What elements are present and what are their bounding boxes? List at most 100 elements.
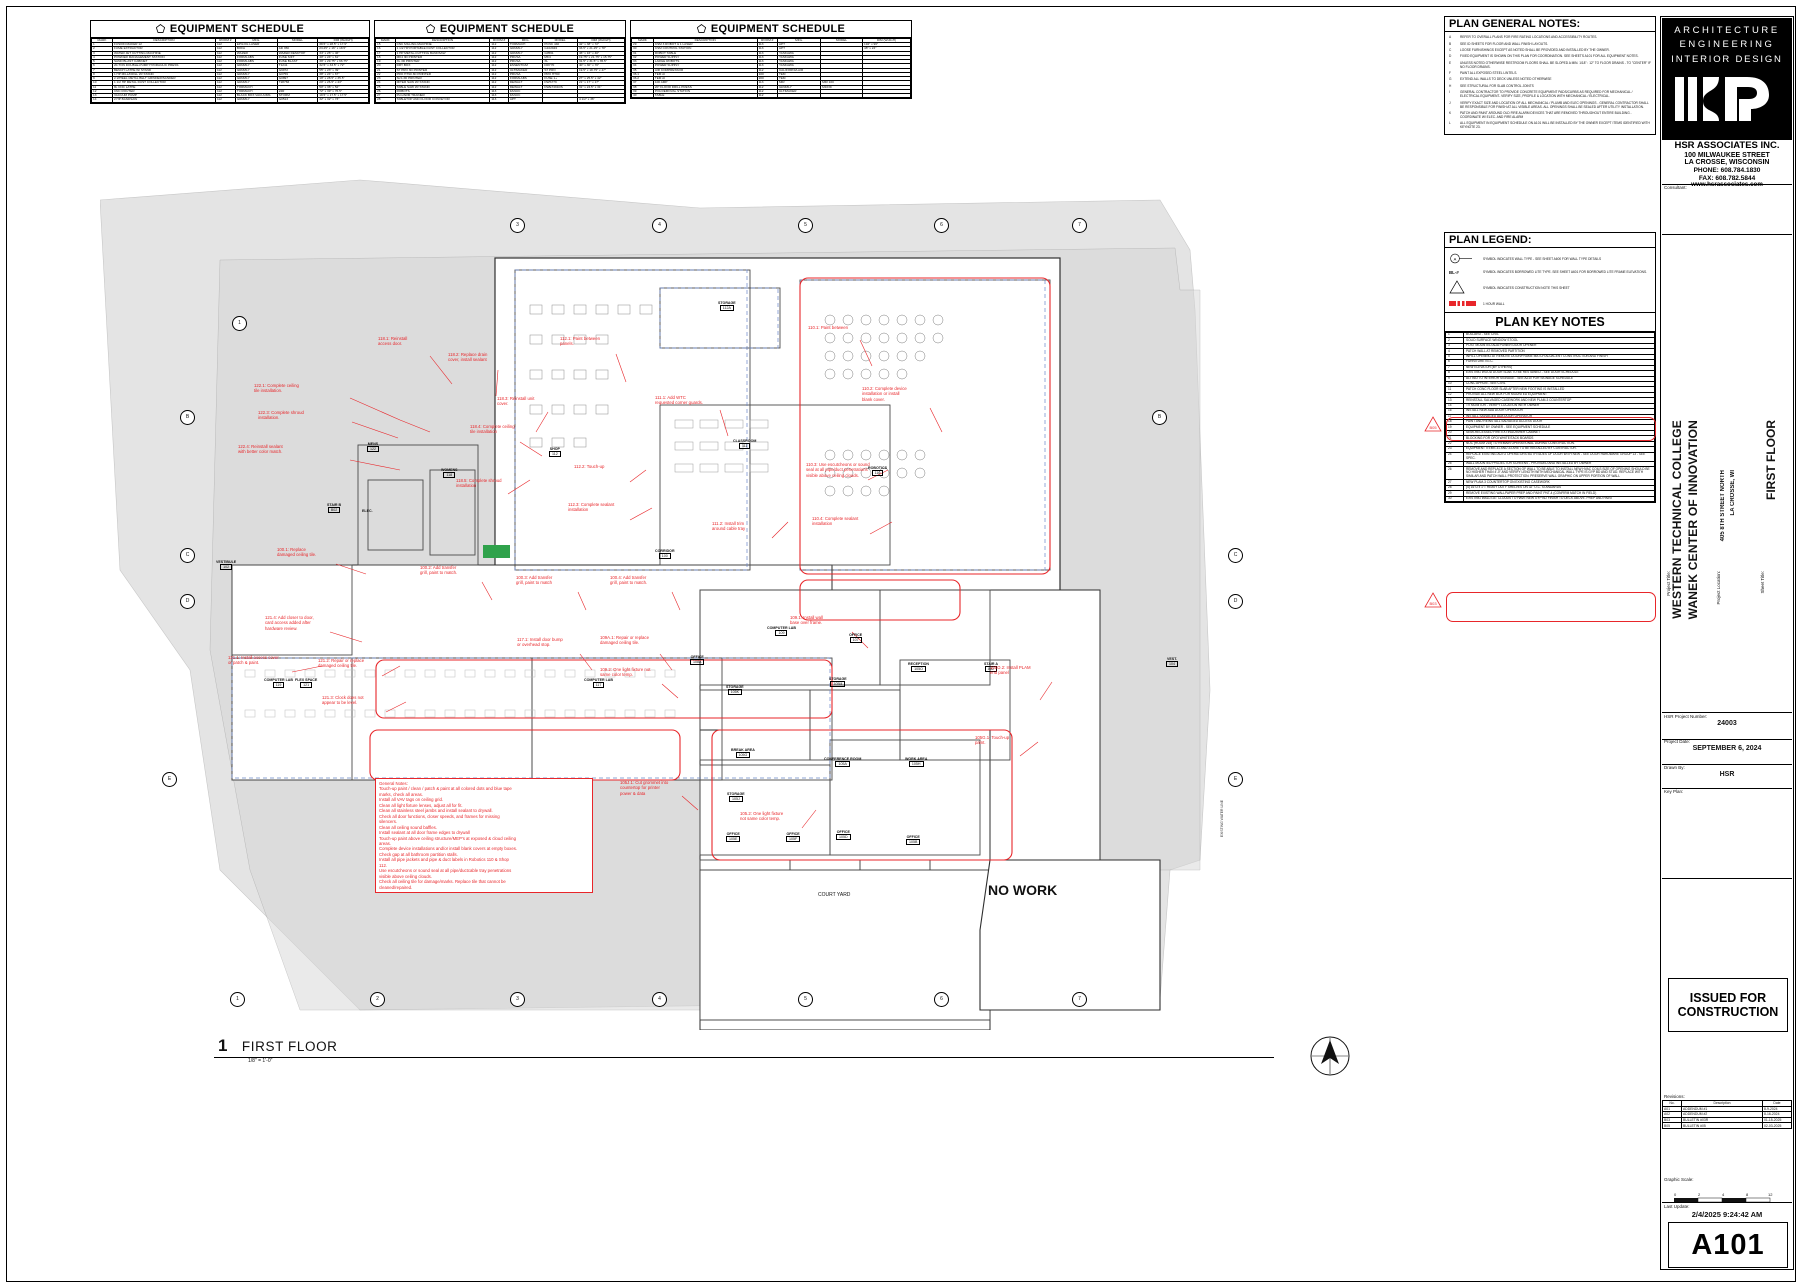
general-notes-box-line: Clean all ceiling sound baffles.: [379, 824, 437, 830]
project-number-value: 24003: [1717, 720, 1737, 727]
grid-bubble-right-E: E: [1228, 772, 1243, 787]
grid-bubble-bottom-7: 7: [1072, 992, 1087, 1007]
discipline-architecture: ARCHITECTURE: [1674, 25, 1780, 36]
legend-item-borrowed-lite: BL-# SYMBOL INDICATES BORROWED LITE TYPE…: [1445, 267, 1655, 278]
sheet-title-label: Sheet Title:: [1760, 571, 1765, 594]
room-number: 105O: [911, 666, 926, 672]
table-cell: 33.5" x 21.25" x 78": [576, 46, 626, 52]
plan-markup-note: 121.1: Install access cover or patch & p…: [228, 655, 279, 666]
schedule-title-text: EQUIPMENT SCHEDULE: [710, 23, 846, 35]
general-notes-box-line: areas.: [379, 840, 391, 846]
table-cell: 19.75" x 21.75" x 15.75": [576, 54, 626, 61]
general-note-item: E UNLESS NOTED OTHERWISE RESTROOM FLOORS …: [1445, 60, 1655, 70]
table-cell: 2 HP BANDSAW: [111, 97, 216, 103]
triangle-icon: [1449, 280, 1483, 295]
room-name: CONFERENCE ROOM: [824, 757, 862, 761]
plan-markup-note: 122.1: Complete ceiling tile installatio…: [254, 383, 299, 394]
general-notes-box-line: Install sealant at all door frame edges …: [379, 830, 470, 836]
grid-bubble-right-D: D: [1228, 594, 1243, 609]
project-date-value: SEPTEMBER 6, 2024: [1692, 745, 1762, 752]
plan-markup-note: 118.1: Reinstall access door.: [378, 336, 408, 347]
drawing-number: 1: [218, 1036, 228, 1055]
firm-name: HSR ASSOCIATES INC.: [1674, 140, 1780, 151]
north-arrow-icon: [1308, 1034, 1352, 1083]
room-number: 111: [738, 443, 751, 449]
drawing-title: FIRST FLOOR: [241, 1039, 338, 1054]
drawn-by-block: Drawn By: HSR: [1662, 764, 1792, 789]
room-number: 104: [1166, 661, 1178, 667]
room-number: 105D: [836, 834, 851, 840]
plan-markup-note: 105.2: One light fixture not same color …: [740, 811, 784, 822]
grid-bubble-top-6: 6: [934, 218, 949, 233]
drawn-by-value: HSR: [1719, 771, 1735, 778]
general-notes-box-line: 112.: [379, 862, 388, 868]
general-note-letter: E: [1449, 60, 1452, 65]
key-plan-block: Key Plan:: [1662, 788, 1792, 879]
general-notes-box-line: Clean all light fixture lenses, adjust a…: [379, 802, 463, 808]
revision-desc: BULLETIN #05: [1681, 1122, 1763, 1129]
table-cell: 39" x 29.75" x 66.75": [317, 59, 369, 65]
table-cell: 31.5" x 31.5" x 35.5": [576, 59, 626, 65]
room-name: RECEPTION: [908, 662, 929, 666]
room-number: 112: [549, 451, 561, 457]
general-note-text: PAINT ALL EXPOSED STEEL LINTELS.: [1460, 71, 1518, 76]
one-hour-wall-swatch-icon: [1449, 300, 1483, 308]
consultant-block: Consultant:: [1662, 184, 1792, 235]
room-name: COMPUTER LAB: [584, 678, 613, 682]
table-cell: 38.5" x 28.5" x 17.9": [317, 42, 369, 48]
firm-disciplines: ARCHITECTURE ENGINEERING INTERIOR DESIGN: [1662, 18, 1792, 67]
equipment-schedule-3: EQUIPMENT SCHEDULE MARK DESCRIPTION ROOM…: [630, 20, 912, 100]
room-number: 100: [658, 553, 671, 559]
legend-item-text: 1 HOUR WALL: [1483, 302, 1505, 306]
table-cell: [861, 93, 912, 99]
plan-markup-note: 110.2: Complete device installation or i…: [862, 386, 907, 402]
room-name: STORAGE: [726, 685, 744, 689]
revisions-heading: Revisions:: [1664, 1094, 1685, 1099]
plan-markup-note: 118.3: Reinstall unit cover.: [497, 396, 535, 407]
table-cell: [820, 93, 863, 99]
room-number: B02: [327, 507, 341, 513]
table-cell: 113: [489, 97, 509, 103]
room-name: FLEX SPACE: [295, 678, 318, 682]
plan-markup-note: 118.4: Complete ceiling tile installatio…: [470, 424, 515, 435]
borrowed-lite-label: BL-#: [1449, 269, 1459, 275]
schedule-table: MARK DESCRIPTION ROOM # MFG. MODEL DIM (…: [91, 37, 369, 103]
general-note-text: UNLESS NOTED OTHERWISE RESTROOM FLOORS S…: [1460, 60, 1651, 69]
title-block: [1660, 16, 1794, 1270]
existing-water-line-note: EXISTING WATER LINE: [1220, 800, 1224, 838]
plan-markup-note: 122.4: Reinstall sealant with better col…: [238, 444, 283, 455]
table-cell: 32.5" x 33.5" x 72": [317, 63, 369, 69]
table-header-row: MARK DESCRIPTION ROOM # MFG. MODEL DIM (…: [631, 37, 912, 44]
general-note-letter: B: [1449, 41, 1452, 46]
room-number: 122: [367, 446, 379, 452]
plan-markup-note: 100.3: Add transfer grill, paint to matc…: [516, 575, 553, 586]
room-name: SHOP: [549, 447, 560, 451]
project-date-block: Project Date: SEPTEMBER 6, 2024: [1662, 738, 1792, 765]
project-location-line1: 405 8TH STREET NORTH: [1720, 470, 1726, 542]
table-cell: 28: [375, 97, 396, 103]
room-number: 121: [300, 682, 313, 688]
